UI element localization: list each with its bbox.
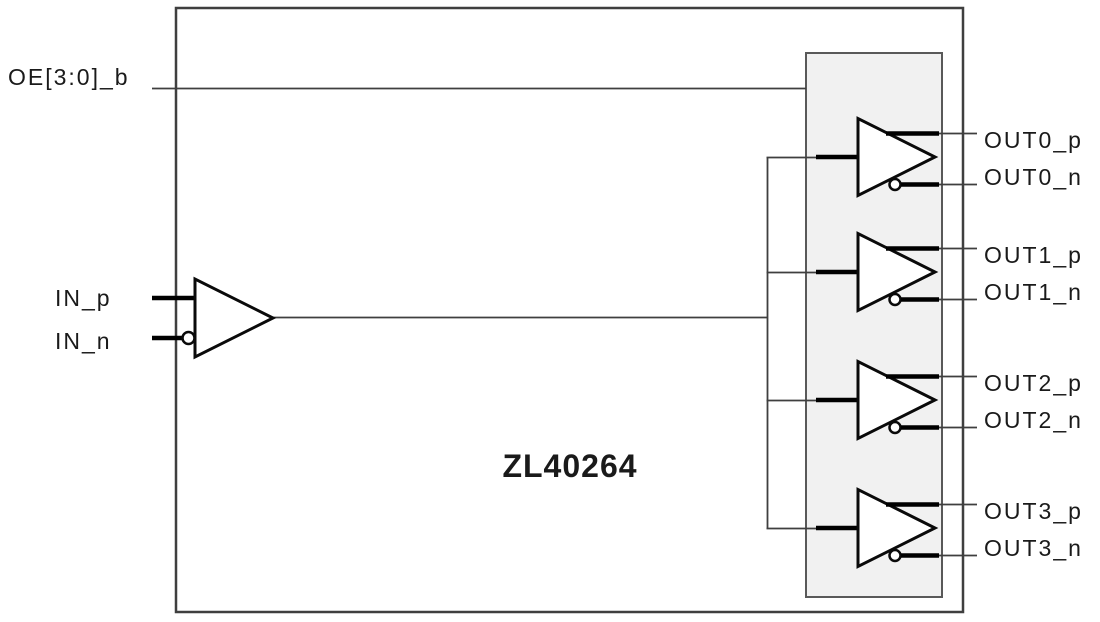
in-p-label: IN_p (55, 285, 112, 311)
out3-p-label: OUT3_p (984, 498, 1083, 524)
out0-p-label: OUT0_p (984, 127, 1083, 153)
buffer0-inverter-bubble-icon (888, 177, 902, 192)
out2-n-label: OUT2_n (984, 407, 1083, 433)
out1-external-lines (936, 247, 977, 301)
out3-external-lines (936, 503, 977, 557)
buffer2-inverter-bubble-icon (888, 420, 902, 435)
buffer1-triangle-icon (856, 231, 939, 313)
out0-external-lines (936, 132, 977, 186)
buffer1-inverter-bubble-icon (888, 292, 902, 307)
input-inverter-bubble-icon (181, 330, 196, 346)
out1-p-label: OUT1_p (984, 242, 1083, 268)
buffer2-triangle-icon (856, 359, 939, 441)
output-buffer-2 (816, 359, 977, 441)
fanout-branch-lines (766, 156, 820, 530)
out2-external-lines (936, 375, 977, 429)
buffer3-inverter-bubble-icon (888, 548, 902, 563)
out3-n-label: OUT3_n (984, 535, 1083, 561)
buffer3-triangle-icon (856, 487, 939, 569)
chip-boundary-box (174, 6, 965, 614)
out2-p-label: OUT2_p (984, 370, 1083, 396)
input-buffer-icon (193, 276, 277, 360)
in-n-label: IN_n (55, 328, 112, 354)
chip-title: ZL40264 (502, 448, 638, 484)
input-buffer (181, 276, 277, 360)
buffer0-triangle-icon (856, 116, 939, 198)
output-buffer-1 (816, 231, 977, 313)
output-buffer-0 (816, 116, 977, 198)
out0-n-label: OUT0_n (984, 164, 1083, 190)
output-buffer-3 (816, 487, 977, 569)
oe-label: OE[3:0]_b (8, 64, 130, 90)
out1-n-label: OUT1_n (984, 279, 1083, 305)
